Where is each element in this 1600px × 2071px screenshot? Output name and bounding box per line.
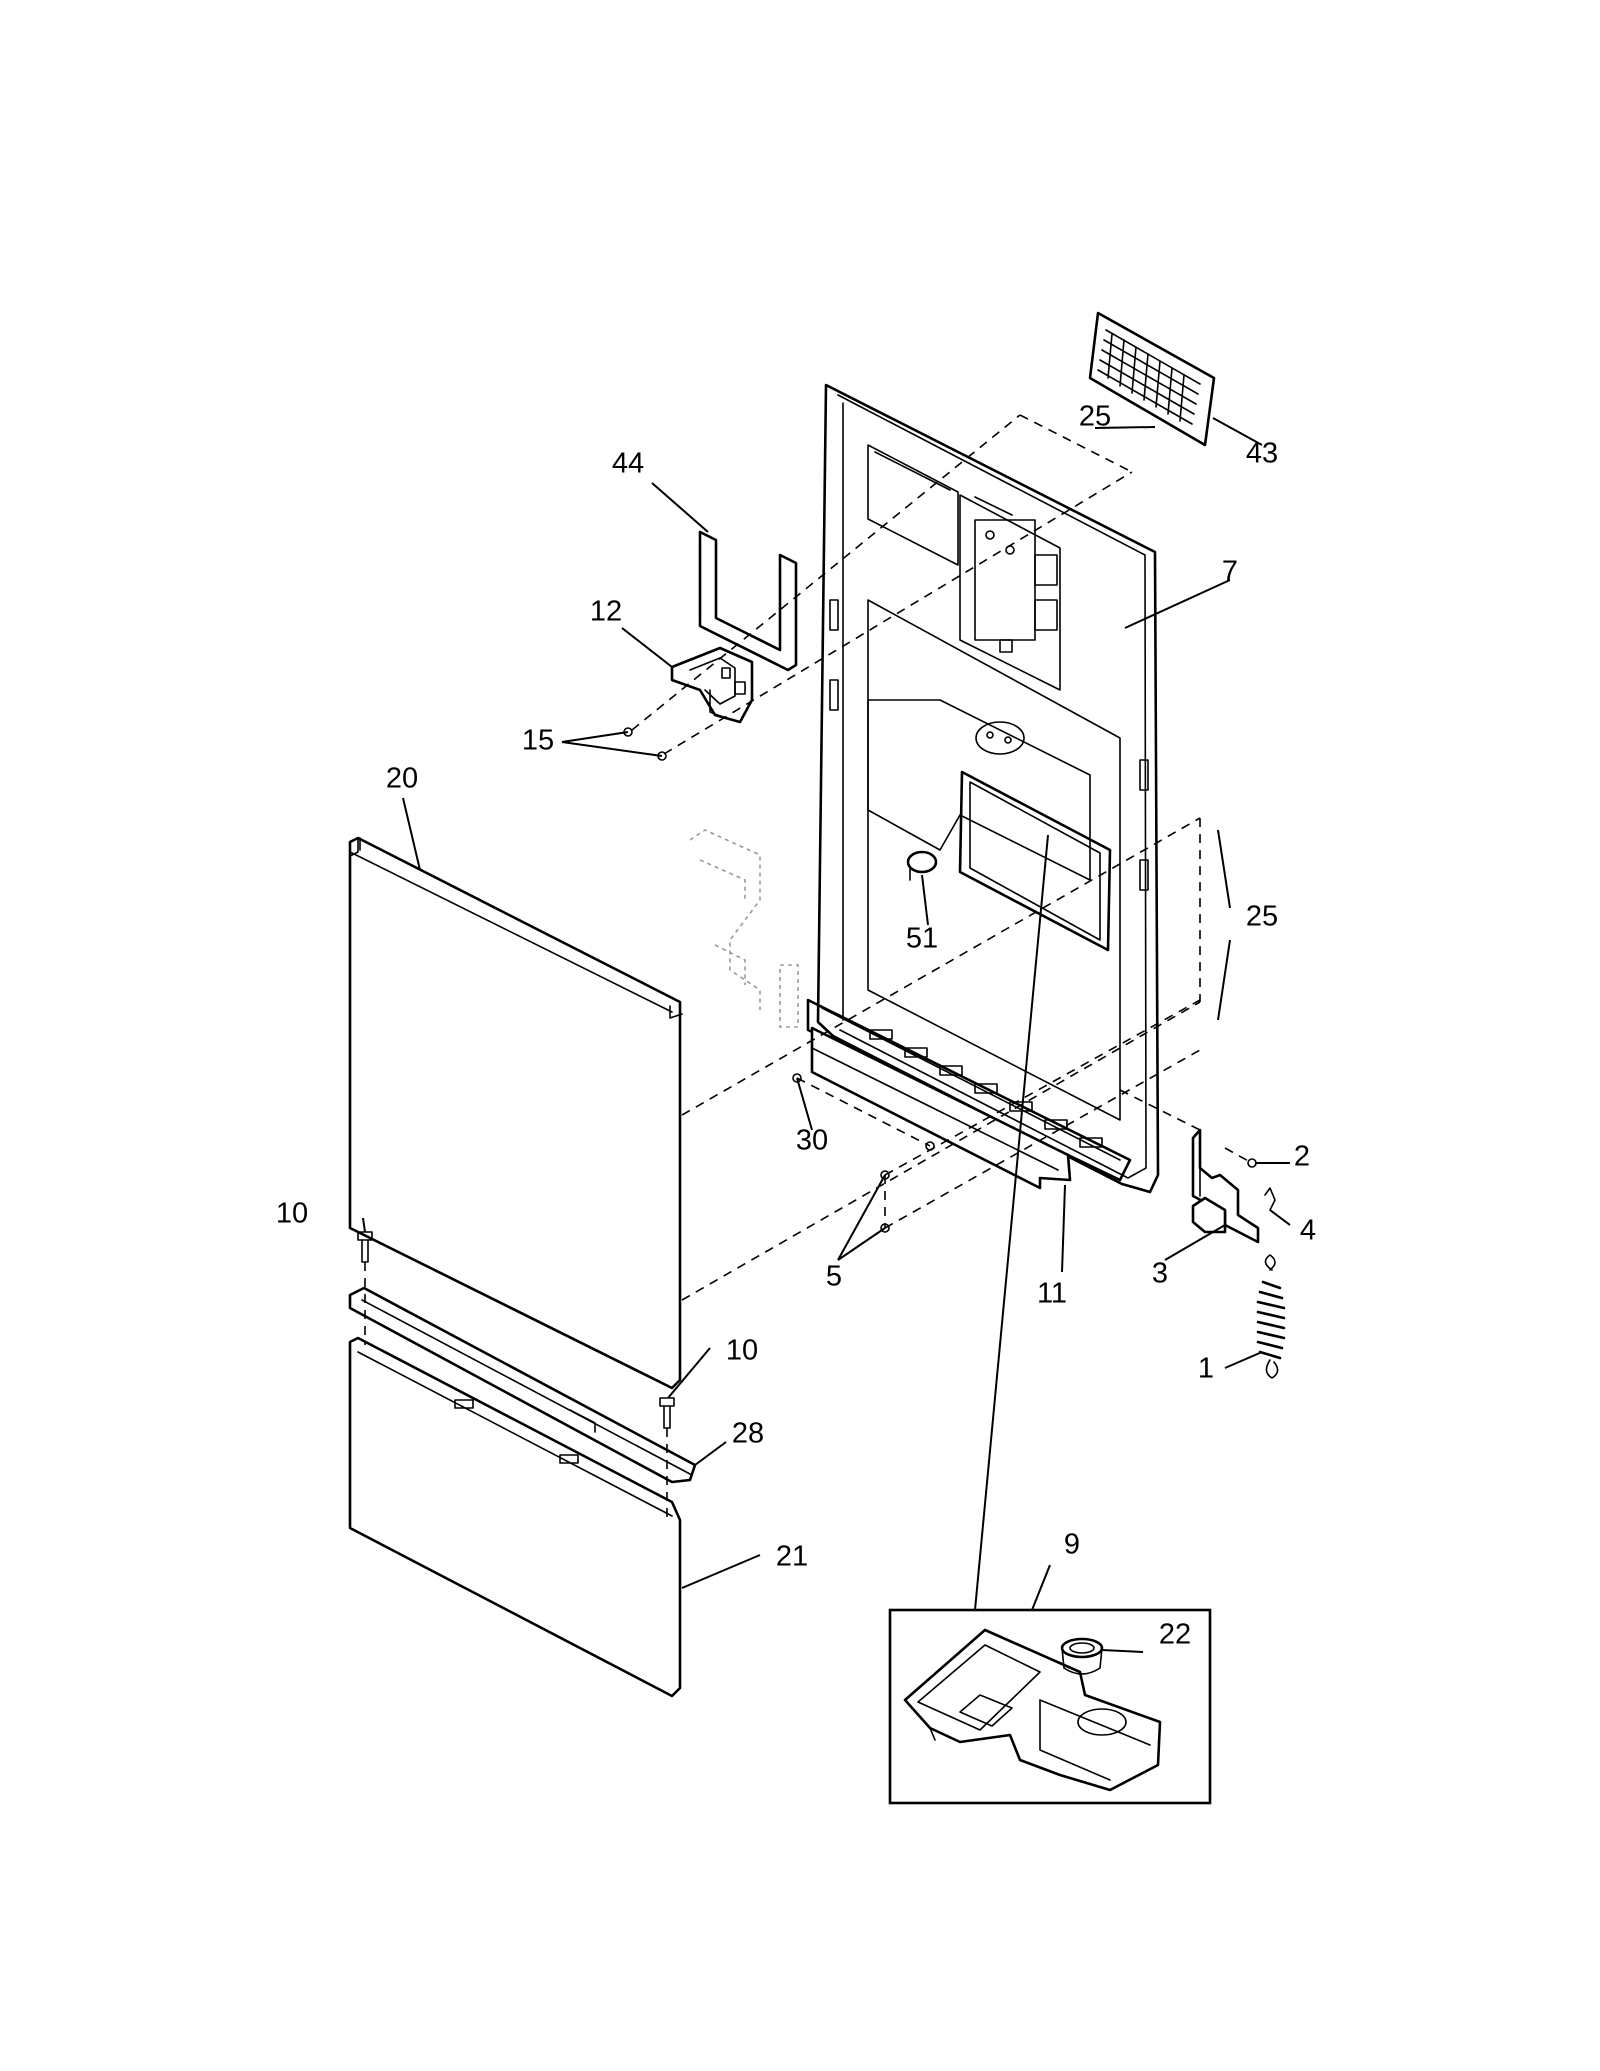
- callout-labels: 25 43 44 7 12 15 20 51 25 30 2 4 10 5 3 …: [276, 401, 1316, 1651]
- callout-43: 43: [1246, 438, 1278, 470]
- inner-door-frame-part-7: [806, 383, 1160, 1194]
- callout-21: 21: [776, 1541, 808, 1573]
- callout-22: 22: [1159, 1619, 1191, 1651]
- spring-part-1: [1256, 1254, 1286, 1379]
- callout-15: 15: [522, 725, 554, 757]
- clip-part-4: [1264, 1187, 1276, 1211]
- callout-20: 20: [386, 763, 418, 795]
- trim-strip-part-28: [348, 1286, 697, 1484]
- callout-28: 28: [732, 1418, 764, 1450]
- callout-30: 30: [796, 1125, 828, 1157]
- callout-25-right: 25: [1246, 901, 1278, 933]
- assembly-lines: [364, 414, 1253, 1520]
- callout-25-top: 25: [1079, 401, 1111, 433]
- latch-part-12: [670, 646, 754, 724]
- screw-part-2: [1247, 1158, 1257, 1168]
- callout-7: 7: [1222, 556, 1238, 588]
- callout-1: 1: [1198, 1353, 1214, 1385]
- callout-11: 11: [1037, 1278, 1067, 1310]
- bottom-trim-part-11: [810, 1026, 1072, 1190]
- dispenser-part-9: [903, 1628, 1162, 1792]
- callout-9: 9: [1064, 1529, 1080, 1561]
- vent-slots: [869, 1029, 1103, 1148]
- cap-part-22: [1060, 1637, 1104, 1675]
- callout-4: 4: [1300, 1215, 1316, 1247]
- callout-3: 3: [1152, 1258, 1168, 1290]
- callout-51: 51: [906, 923, 938, 955]
- callout-10-left: 10: [276, 1198, 308, 1230]
- hinge-part-3: [1191, 1128, 1260, 1244]
- ghost-latch-outline: [689, 829, 799, 1028]
- kick-panel-part-21: [348, 1336, 682, 1698]
- callout-12: 12: [590, 596, 622, 628]
- callout-44: 44: [612, 448, 644, 480]
- seal-part-44: [698, 530, 798, 672]
- callout-10-right: 10: [726, 1335, 758, 1367]
- detail-box-dispenser: [888, 1608, 1212, 1805]
- outer-panel-part-20: [348, 836, 683, 1390]
- callout-2: 2: [1294, 1141, 1310, 1173]
- callout-5: 5: [826, 1261, 842, 1293]
- leader-lines: [362, 417, 1291, 1653]
- grommet-part-51: [906, 850, 938, 881]
- grille-part-43: [1088, 311, 1216, 447]
